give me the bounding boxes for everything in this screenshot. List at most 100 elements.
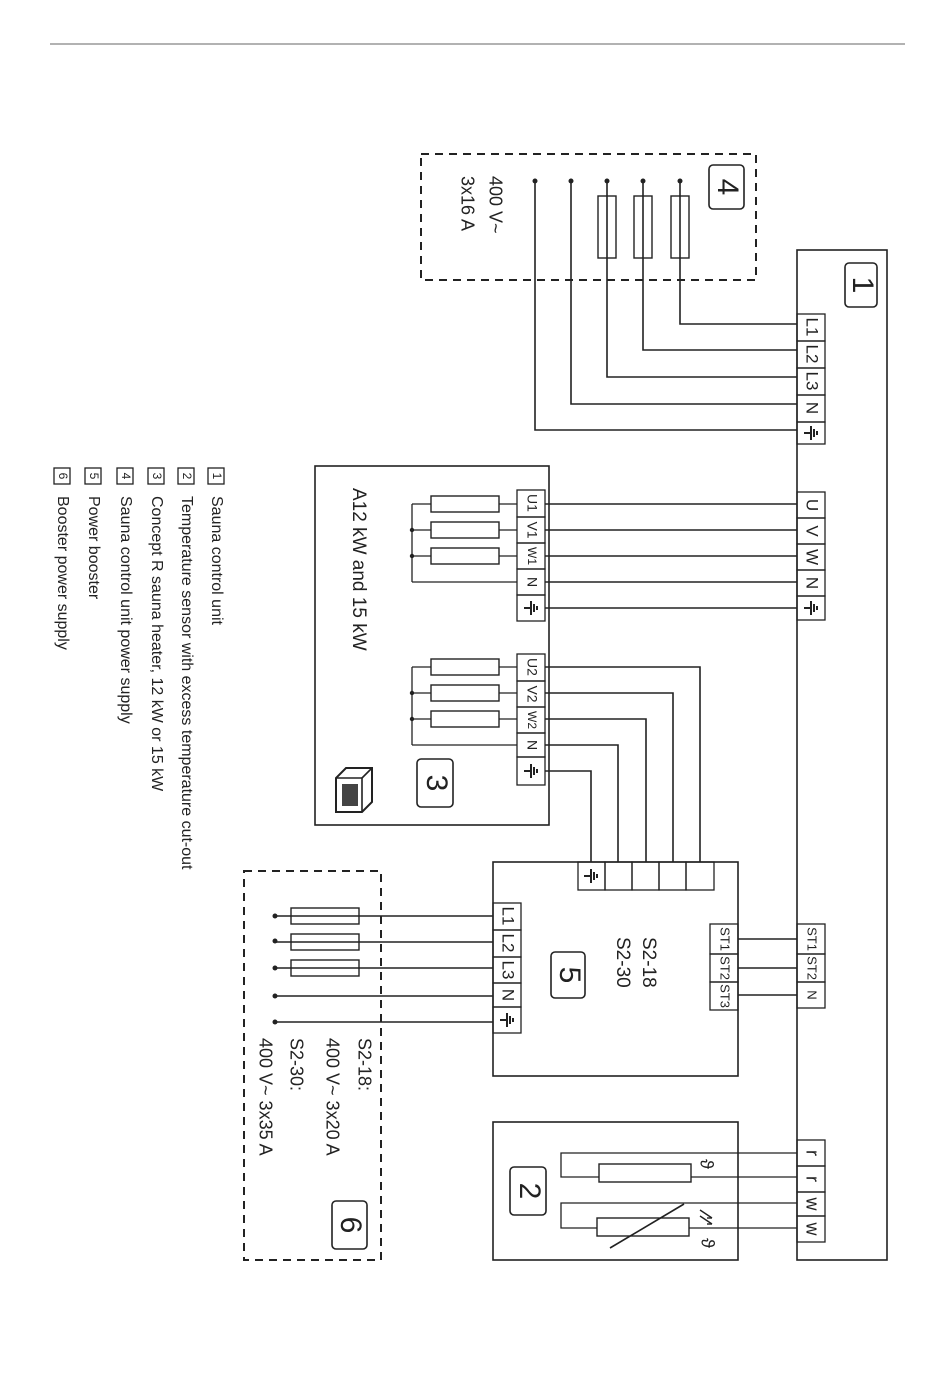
- terminal-label: V2: [524, 685, 540, 702]
- legend-number: 4: [119, 473, 133, 480]
- terminal-label: L3: [499, 961, 518, 980]
- unit-1-number: 1: [846, 277, 879, 294]
- legend-item: 3 Concept R sauna heater, 12 kW or 15 kW: [147, 467, 165, 792]
- heater-wires-1: [545, 503, 797, 609]
- earth-icon: [804, 426, 818, 440]
- unit-2-number: 2: [513, 1183, 546, 1200]
- terminal-label: L2: [803, 345, 822, 364]
- heater-title: A12 kW and 15 kW: [348, 488, 369, 651]
- legend-item: 1 Sauna control unit: [207, 467, 225, 626]
- booster-supply-line-1: S2-18:: [354, 1038, 374, 1091]
- legend-item: 5 Power booster: [84, 467, 102, 600]
- terminal-label: ST3: [718, 984, 733, 1008]
- booster-supply-line-2: 400 V~ 3x20 A: [322, 1038, 342, 1156]
- unit-3-number-box: [416, 758, 454, 808]
- earth-icon: [584, 869, 598, 883]
- unit-1-heater-terminals: U V W N: [796, 491, 826, 621]
- earth-icon: [804, 601, 818, 615]
- terminal-label: r: [802, 1150, 822, 1156]
- booster-control-wires: [738, 938, 797, 996]
- heating-element: [430, 684, 500, 702]
- unit-3-number: 3: [420, 775, 453, 792]
- unit-6-booster-supply: 6 S2-18: 400 V~ 3x20 A S2-30: 400 V~ 3x3…: [243, 870, 382, 1261]
- unit-2-temperature-sensor: 2 ϑ ϑ: [492, 1121, 797, 1261]
- unit-5-number-box: [550, 951, 586, 999]
- legend-item: 6 Booster power supply: [53, 467, 71, 650]
- heating-element: [430, 521, 500, 539]
- legend-text: Concept R sauna heater, 12 kW or 15 kW: [148, 496, 165, 792]
- terminal-label: U: [803, 499, 822, 511]
- unit-4-power-supply: 4 400 V~ 3x16 A: [420, 153, 757, 281]
- booster-model-2: S2-30: [612, 937, 633, 988]
- unit-1-booster-terminals: ST1 ST2 N: [796, 923, 826, 1009]
- unit-4-number-box: [708, 164, 745, 210]
- supply-voltage: 400 V~: [485, 176, 505, 234]
- heating-elements-group-1: [409, 495, 517, 583]
- terminal-label: W2: [525, 711, 539, 729]
- theta-symbol: ϑ: [696, 1159, 716, 1169]
- terminal-label: W: [803, 549, 822, 565]
- terminal-label: ST2: [805, 956, 820, 980]
- legend-text: Power booster: [85, 496, 102, 600]
- legend-text: Sauna control unit power supply: [117, 496, 134, 724]
- terminal-label: L3: [803, 372, 822, 391]
- heat-arrows-icon: [699, 1209, 713, 1225]
- supply-current: 3x16 A: [457, 176, 477, 231]
- legend: 1 Sauna control unit 2 Temperature senso…: [53, 467, 225, 870]
- unit-4-number: 4: [711, 179, 744, 196]
- unit-3-sauna-heater: A12 kW and 15 kW 3 U1 V1 W1 N: [314, 465, 550, 826]
- heating-element: [430, 495, 500, 513]
- unit-1-main-terminals: L1 L2 L3 N: [796, 313, 826, 445]
- unit-5-number: 5: [553, 967, 586, 984]
- terminal-label: ST2: [718, 956, 733, 980]
- unit-1-sensor-terminals: r r w w: [796, 1139, 826, 1243]
- terminal-label: U1: [524, 494, 540, 512]
- legend-number: 1: [210, 473, 224, 480]
- legend-number: 2: [180, 473, 194, 480]
- booster-supply-line-4: 400 V~ 3x35 A: [255, 1038, 275, 1156]
- terminal-label: ST1: [718, 927, 733, 951]
- supply-wires: [534, 181, 797, 431]
- terminal-label: N: [803, 402, 822, 414]
- earth-icon: [500, 1013, 514, 1027]
- booster-supply-line-3: S2-30:: [286, 1038, 306, 1091]
- legend-number: 3: [150, 473, 164, 480]
- booster-supply-wires: [275, 915, 493, 1023]
- legend-text: Sauna control unit: [208, 496, 225, 626]
- unit-5-power-booster: S2-18 S2-30 5 ST1 ST2 ST3 L1 L2 L3 N: [492, 861, 739, 1077]
- heater-terminals-group-1: U1 V1 W1 N: [516, 489, 546, 622]
- terminal-label: N: [805, 990, 820, 999]
- legend-item: 2 Temperature sensor with excess tempera…: [177, 467, 195, 870]
- terminal-label: W1: [525, 547, 539, 565]
- legend-text: Booster power supply: [54, 496, 71, 650]
- unit-2-number-box: [509, 1166, 547, 1216]
- terminal-label: L1: [499, 907, 518, 926]
- terminal-label: U2: [524, 658, 540, 676]
- terminal-label: V: [803, 525, 822, 537]
- terminal-label: w: [802, 1197, 822, 1212]
- heating-element: [430, 710, 500, 728]
- legend-number: 5: [87, 473, 101, 480]
- terminal-label: N: [524, 577, 540, 587]
- theta-symbol: ϑ: [697, 1238, 717, 1248]
- heater-wires-2: [545, 666, 701, 862]
- unit-6-number-box: [331, 1200, 368, 1250]
- terminal-label: N: [524, 740, 540, 750]
- temperature-sensor: [598, 1163, 692, 1183]
- terminal-label: V1: [524, 521, 540, 538]
- heating-element: [430, 658, 500, 676]
- legend-item: 4 Sauna control unit power supply: [116, 467, 134, 724]
- legend-text: Temperature sensor with excess temperatu…: [178, 496, 195, 870]
- heater-icon: [335, 767, 373, 813]
- terminal-label: N: [803, 577, 822, 589]
- excess-temperature-cutout: [596, 1217, 690, 1237]
- terminal-label: L2: [499, 934, 518, 953]
- terminal-label: w: [802, 1222, 822, 1237]
- heating-elements-group-2: [409, 658, 517, 746]
- unit-1-number-box: [844, 262, 878, 308]
- terminal-label: N: [499, 989, 518, 1001]
- terminal-label: ST1: [805, 927, 820, 951]
- terminal-label: L1: [803, 318, 822, 337]
- heater-terminals-group-2: U2 V2 W2 N: [516, 653, 546, 786]
